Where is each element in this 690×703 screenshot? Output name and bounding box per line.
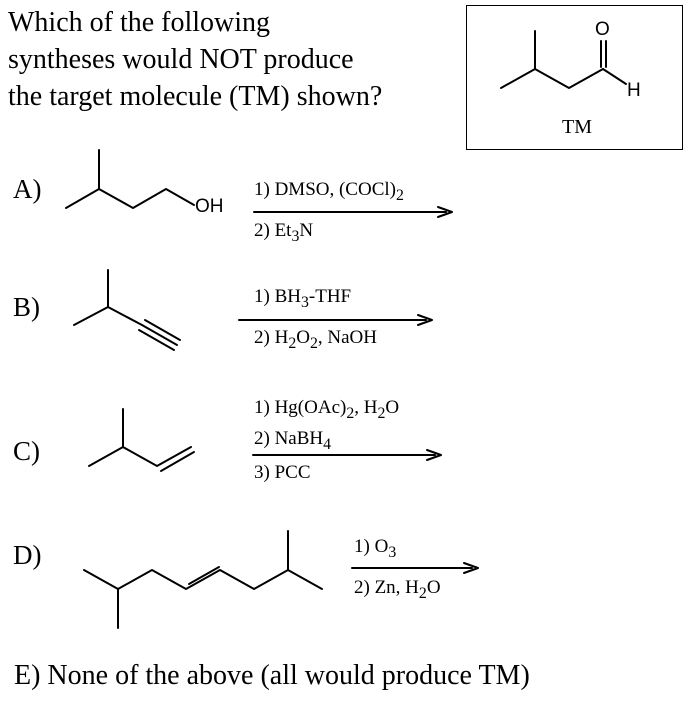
option-d-arrow-head [463,562,479,574]
option-d-label: D) [13,540,42,570]
option-b-step-2-sub-2: 2 [309,334,318,352]
option-b-arrow [238,314,433,326]
option-a-step-2: 2) Et3N [254,219,313,249]
option-d-double-bond [188,566,220,585]
option-a-arrow [253,206,453,218]
tm-oxygen-atom: O [595,19,610,40]
option-c-step-1-sub-1: 2 [346,404,355,422]
option-b-step-2: 2) H2O2, NaOH [254,326,377,356]
option-c-step-1-mid: , H [354,397,378,418]
option-d-skeleton [83,569,323,590]
question-line-1: Which of the following [8,7,271,38]
option-c-step-2-text: 2) NaBH [254,428,324,449]
option-b-label: B) [13,292,40,322]
option-b-step-2-sub-1: 2 [288,334,297,352]
option-b-step-1-sub: 3 [300,293,309,311]
option-d-step-2-text: 2) Zn, H [354,577,419,598]
option-a-step-2-end: N [299,220,314,241]
option-a-step-2-sub: 3 [291,227,300,245]
question-text: Which of the following syntheses would N… [8,4,382,115]
option-b-triple-bond-2 [144,319,181,341]
target-molecule-box [466,5,683,150]
option-d-step-2: 2) Zn, H2O [354,576,441,606]
tm-label: TM [562,116,592,138]
tm-hydrogen-atom: H [627,80,641,101]
option-c-step-1-end: O [385,397,400,418]
option-c-step-1-sub-2: 2 [377,404,386,422]
target-molecule-structure [500,30,627,89]
option-a-hydroxyl: OH [195,196,224,217]
option-c-step-2: 2) NaBH4 [254,427,331,457]
option-c-step-1-text: 1) Hg(OAc) [254,397,347,418]
option-d-step-2-end: O [426,577,441,598]
option-b-arrow-head [417,314,433,326]
option-b-triple-bond-3 [138,329,175,351]
option-b-step-1: 1) BH3-THF [254,285,351,315]
option-c-arrow-head [426,449,442,461]
option-b-step-2-end: , NaOH [317,327,377,348]
option-a-skeleton [65,188,195,209]
question-line-3: the target molecule (TM) shown? [8,81,383,112]
option-d-step-1: 1) O3 [354,535,396,565]
option-b-step-2-mid: O [296,327,310,348]
option-c-step-2-sub: 4 [323,435,332,453]
option-a-step-2-text: 2) Et [254,220,292,241]
question-line-2: syntheses would NOT produce [8,44,354,75]
option-b-triple-bond-1 [141,324,178,346]
option-b-structure [73,269,181,351]
option-d-structure [83,530,323,629]
option-a-structure [65,149,195,209]
option-a-step-1-sub: 2 [395,186,404,204]
tm-skeleton [500,68,604,89]
option-a-step-1-text: 1) DMSO, (COCl) [254,179,396,200]
option-d-arrow [351,562,479,574]
option-e-text: E) None of the above (all would produce … [14,660,530,691]
option-d-step-1-sub: 3 [388,543,397,561]
option-a-label: A) [13,174,42,204]
option-b-step-1-text: 1) BH [254,286,301,307]
option-c-skeleton [88,446,192,467]
option-d-step-1-text: 1) O [354,536,389,557]
option-c-step-1: 1) Hg(OAc)2, H2O [254,396,399,426]
option-c-double-bond [160,451,195,472]
option-a-step-1: 1) DMSO, (COCl)2 [254,178,404,208]
option-c-label: C) [13,436,40,466]
option-c-step-3: 3) PCC [254,462,311,483]
tm-aldehyde-h-bond [602,68,627,85]
option-a-arrow-head [437,206,453,218]
option-c-arrow [252,449,442,461]
option-b-skeleton [73,306,143,326]
option-c-structure [88,408,195,472]
option-b-step-1-end: -THF [308,286,352,307]
option-b-step-2-text: 2) H [254,327,289,348]
option-d-step-2-sub: 2 [418,584,427,602]
